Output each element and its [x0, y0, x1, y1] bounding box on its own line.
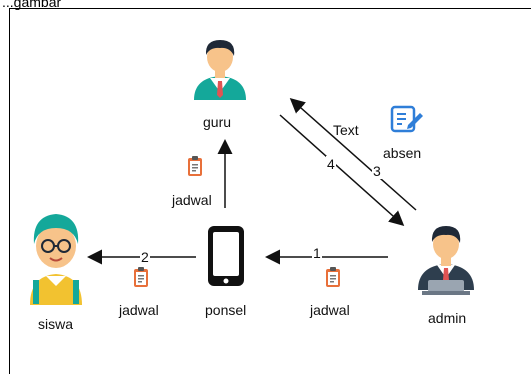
ponsel-label: ponsel: [205, 302, 247, 318]
siswa-student-icon: [30, 214, 82, 305]
siswa-label: siswa: [38, 316, 74, 332]
guru-person-icon: [194, 40, 246, 100]
admin-person-icon: [418, 226, 474, 295]
edge-guru-to-admin: [279, 114, 405, 226]
ponsel-phone-icon: [208, 226, 244, 286]
absen-label: absen: [383, 145, 422, 161]
jadwal-left-label: jadwal: [119, 302, 159, 318]
edge-label-2: 2: [140, 249, 150, 265]
jadwal-right-doc-icon: [326, 267, 340, 287]
diagram-frame: [9, 8, 531, 374]
jadwal-right-label: jadwal: [310, 302, 350, 318]
jadwal-left-doc-icon: [134, 267, 148, 287]
guru-label: guru: [203, 114, 232, 130]
admin-label: admin: [428, 310, 467, 326]
edge-admin-to-guru: [289, 98, 417, 211]
edge-label-1: 1: [312, 245, 322, 261]
top-caption: ...gambar: [2, 0, 62, 10]
jadwal-up-doc-icon: [188, 156, 202, 176]
edge-label-3: 3: [372, 163, 382, 179]
absen-document-icon: [390, 105, 423, 133]
text-label: Text: [333, 122, 359, 138]
jadwal-up-label: jadwal: [172, 192, 212, 208]
edge-label-4: 4: [326, 156, 336, 172]
